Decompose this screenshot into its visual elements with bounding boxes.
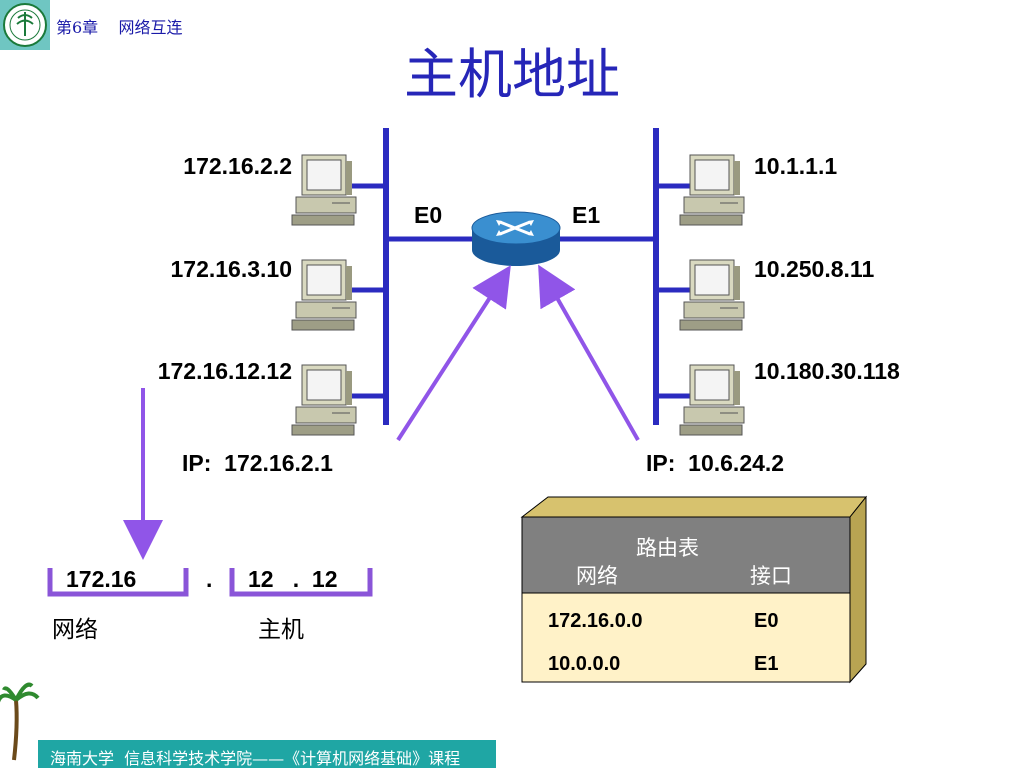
footer-text: 海南大学 信息科学技术学院——《计算机网络基础》课程 xyxy=(50,749,461,768)
palm-tree-icon xyxy=(0,682,40,761)
pc-icon xyxy=(291,364,357,436)
host-ip-label: 10.180.30.118 xyxy=(754,358,900,384)
routing-table-network-cell: 10.0.0.0 xyxy=(548,653,621,675)
network-part: 172.16 xyxy=(66,566,137,592)
routing-table-interface-cell: E1 xyxy=(754,653,779,675)
host-ip-label: 10.1.1.1 xyxy=(754,153,838,179)
chapter-heading: 第6章 网络互连 xyxy=(56,18,183,37)
routing-table-title: 路由表 xyxy=(636,536,699,560)
host-ip-label: 172.16.3.10 xyxy=(170,256,292,282)
routing-table-interface-cell: E0 xyxy=(754,610,779,632)
host-bracket xyxy=(229,568,373,597)
network-bracket xyxy=(47,568,189,597)
interface-e0-label: E0 xyxy=(414,202,443,228)
pc-icon xyxy=(679,259,745,331)
pc-icon xyxy=(291,154,357,226)
address-dot: . xyxy=(206,566,213,592)
pc-icon xyxy=(679,364,745,436)
host-ip-label: 172.16.12.12 xyxy=(157,358,292,384)
footer-bar xyxy=(38,740,496,768)
routing-table-col-interface: 接口 xyxy=(750,564,792,588)
host-label: 主机 xyxy=(258,617,304,643)
page-title: 主机地址 xyxy=(404,43,620,106)
router-e1-ip: IP: 10.6.24.2 xyxy=(646,450,785,476)
routing-table-network-cell: 172.16.0.0 xyxy=(548,610,643,632)
host-ip-label: 172.16.2.2 xyxy=(183,153,292,179)
routing-table-col-network: 网络 xyxy=(576,564,618,588)
host-ip-label: 10.250.8.11 xyxy=(754,256,875,282)
university-logo xyxy=(0,0,50,50)
host-part: 12 . 12 xyxy=(248,566,338,592)
router-e0-ip: IP: 172.16.2.1 xyxy=(182,450,333,476)
router-icon xyxy=(471,211,561,266)
pc-icon xyxy=(679,154,745,226)
pc-icon xyxy=(291,259,357,331)
routing-table-box xyxy=(520,495,868,684)
network-label: 网络 xyxy=(52,617,98,643)
interface-e1-label: E1 xyxy=(572,202,601,228)
